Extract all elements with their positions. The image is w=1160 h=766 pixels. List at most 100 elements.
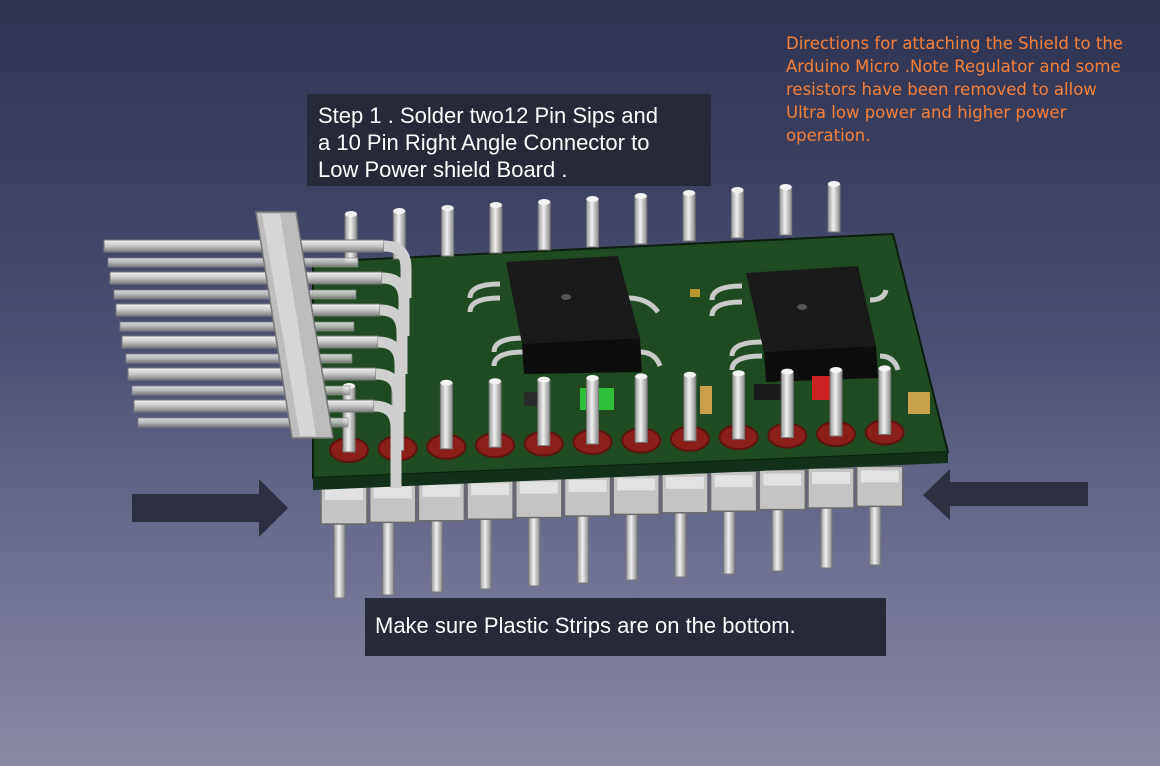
bottom-pin (723, 508, 736, 575)
pin-tip (830, 367, 842, 373)
pin-tip (538, 199, 551, 205)
plastic-face (812, 472, 850, 484)
bottom-pin (528, 515, 541, 587)
pin-tip (393, 208, 406, 214)
pin-tip (586, 196, 599, 202)
ra-pin-bend (383, 240, 412, 298)
ra-pin-bend (375, 368, 404, 450)
header-pin (439, 382, 453, 450)
plastic-face (373, 486, 412, 499)
header-pin (586, 198, 599, 248)
pin-tip (828, 181, 840, 187)
directions-text: Directions for attaching the Shield to t… (786, 32, 1160, 147)
bottom-pin (820, 505, 833, 569)
bottom-plastic-strip (320, 465, 904, 525)
pin-tip (781, 368, 794, 375)
step1-line: Step 1 . Solder two12 Pin Sips and (318, 103, 658, 128)
ra-pin (133, 399, 375, 413)
pin-tip (779, 184, 792, 190)
bottom-pin (771, 507, 784, 572)
pin-tip (683, 190, 696, 196)
ra-pin-lower (131, 385, 351, 396)
header-pin (537, 201, 551, 251)
bottom-pin (479, 516, 492, 590)
pin-tip (732, 370, 745, 377)
plastic-face (471, 483, 510, 496)
header-pin (780, 371, 794, 439)
bottom-pin (333, 521, 346, 599)
ra-pin-lower (113, 289, 357, 300)
bottom-pin (382, 519, 395, 596)
note-text: Make sure Plastic Strips are on the bott… (375, 613, 796, 638)
header-pin (732, 372, 746, 440)
arrow-right-icon (132, 479, 288, 537)
ra-pin-bend (379, 304, 408, 374)
plastic-face (422, 484, 461, 497)
plastic-face (763, 473, 802, 486)
ra-pin (115, 303, 381, 317)
pin-tip (489, 202, 502, 208)
pin-tip (345, 211, 357, 217)
header-pin (682, 192, 696, 242)
pin-tip (878, 365, 891, 372)
ra-pin-bend (377, 336, 406, 412)
header-pin (878, 367, 892, 435)
plastic-face (860, 470, 899, 483)
ra-pin-lower (125, 353, 353, 364)
pin-tip (586, 375, 599, 381)
plastic-face (325, 488, 363, 500)
ra-pin-lower (119, 321, 355, 332)
plastic-face (714, 475, 753, 488)
pin-tip (440, 379, 453, 386)
bottom-pin (577, 513, 589, 584)
plastic-face (665, 476, 704, 489)
right-angle-connector-housing (255, 211, 334, 439)
header-pin (344, 213, 358, 263)
ra-pin (127, 367, 377, 381)
bottom-pin (430, 518, 443, 593)
bottom-pin (869, 503, 882, 566)
step1-callout: Step 1 . Solder two12 Pin Sips and a 10 … (307, 94, 711, 186)
header-pin (827, 183, 841, 233)
header-pin (779, 186, 793, 236)
note-callout: Make sure Plastic Strips are on the bott… (365, 598, 886, 656)
ra-pin-lower (107, 257, 359, 268)
header-pin (488, 380, 502, 448)
directions-line: Ultra low power and higher power (786, 103, 1067, 122)
right-angle-connector-pins (103, 239, 412, 488)
directions-line: operation. (786, 126, 871, 145)
ra-pin-lower (137, 417, 349, 428)
header-pin (730, 189, 744, 239)
directions-line: Arduino Micro .Note Regulator and some (786, 57, 1121, 76)
pin-tip (683, 371, 696, 378)
header-pin (634, 375, 648, 443)
header-pin (683, 374, 697, 442)
header-pin (537, 379, 551, 447)
arrow-left-icon (923, 469, 1088, 520)
ra-pin (109, 271, 383, 285)
directions-line: Directions for attaching the Shield to t… (786, 34, 1123, 53)
directions-line: resistors have been removed to allow (786, 80, 1097, 99)
pin-tip (635, 373, 648, 380)
plastic-face (568, 480, 607, 492)
header-pin (586, 377, 599, 445)
bottom-pin (625, 511, 638, 581)
header-pin (441, 207, 455, 257)
ra-pin-bend (381, 272, 410, 336)
step1-line: a 10 Pin Right Angle Connector to (318, 130, 650, 155)
plastic-face (519, 481, 558, 494)
ra-pin-bend (373, 400, 402, 488)
bottom-pin (674, 510, 687, 578)
pin-tip (731, 187, 744, 193)
chip-left (467, 256, 663, 374)
header-pin (829, 369, 843, 437)
pin-tip (489, 378, 502, 385)
chip-right (709, 266, 901, 382)
ra-pin (121, 335, 379, 349)
ra-pin (103, 239, 385, 253)
pin-tip (634, 193, 647, 199)
pin-tip (537, 376, 550, 383)
step1-line: Low Power shield Board . (318, 157, 568, 182)
header-pin (489, 204, 503, 254)
